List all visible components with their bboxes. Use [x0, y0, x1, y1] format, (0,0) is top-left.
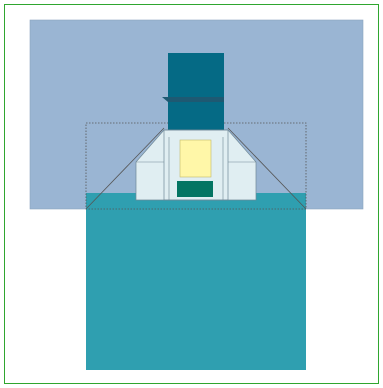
shelf-bar [162, 97, 224, 102]
yellow-window [180, 140, 211, 177]
lower-block [86, 193, 306, 370]
vertical-column [168, 53, 224, 131]
base-plate [177, 181, 213, 197]
